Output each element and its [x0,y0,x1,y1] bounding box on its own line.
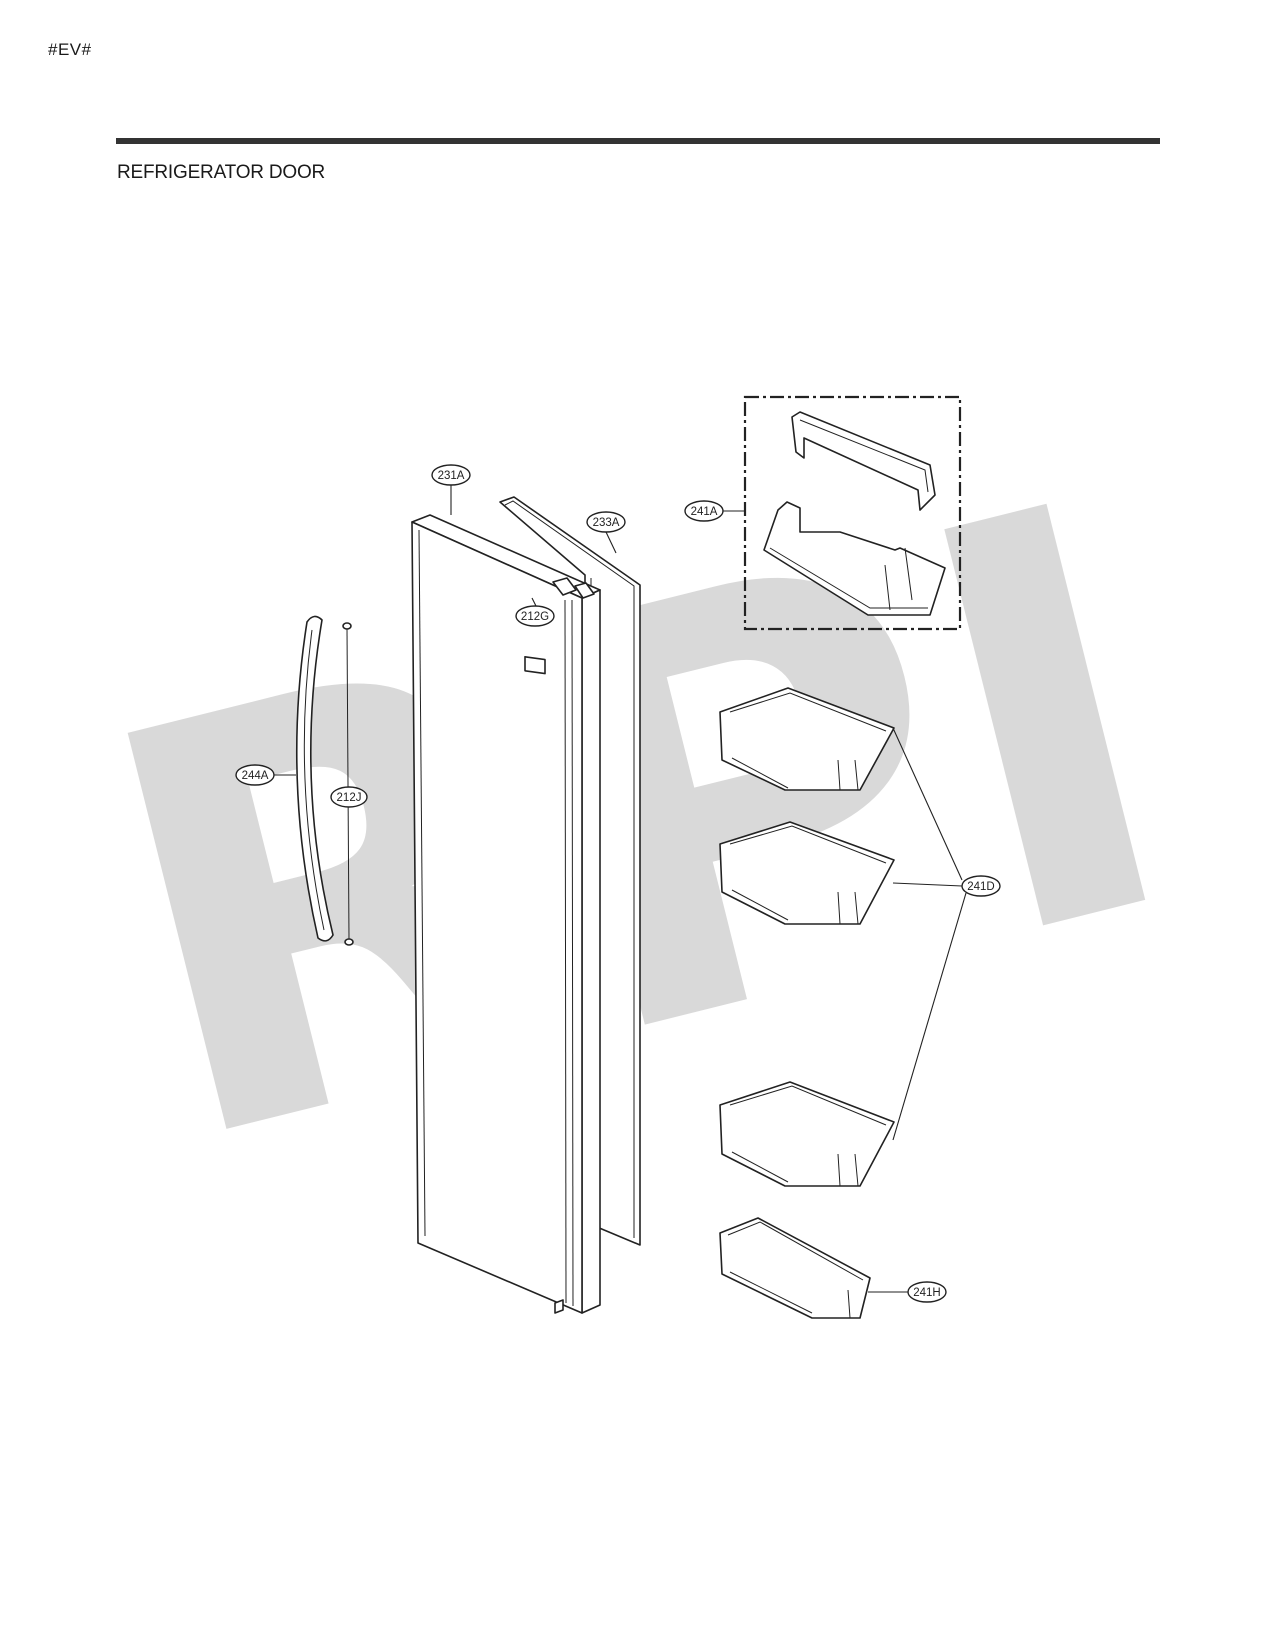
leader-lines [271,484,967,1293]
callout-233A: 233A [586,511,626,533]
door-basket-2 [719,821,895,925]
section-title: REFRIGERATOR DOOR [117,162,326,183]
callout-212G: 212G [515,605,555,627]
svg-text:233A: 233A [593,517,620,529]
callout-241H: 241H [907,1281,947,1303]
svg-text:241D: 241D [967,881,995,893]
callout-241D: 241D [961,875,1001,897]
door-basket-1 [719,687,895,791]
svg-text:212J: 212J [337,792,362,804]
svg-text:231A: 231A [438,470,465,482]
door-panel [411,514,601,1314]
page-code: #EV# [48,40,92,59]
callout-244A: 244A [235,764,275,786]
callout-231A: 231A [431,464,471,486]
basket-assembly-group [743,395,962,631]
door-basket-3 [719,1081,895,1187]
callout-241A: 241A [684,500,724,522]
svg-text:212G: 212G [521,611,549,623]
header-rule [116,138,1160,144]
svg-text:241H: 241H [913,1287,941,1299]
door-handle [295,615,334,942]
svg-text:244A: 244A [242,770,269,782]
callout-212J: 212J [330,786,368,808]
small-door-basket [719,1217,871,1319]
svg-text:241A: 241A [691,506,718,518]
handle-rod [342,622,354,946]
